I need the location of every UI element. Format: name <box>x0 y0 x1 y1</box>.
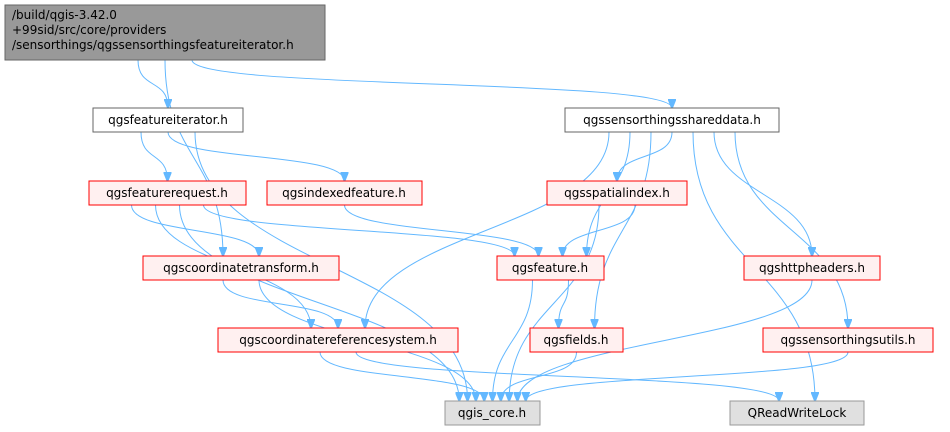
edge-httpheaders-to-qgis_core <box>517 279 813 401</box>
edge-featurerequest-to-feature <box>203 204 515 256</box>
node-root[interactable]: /build/qgis-3.42.0 +99sid/src/core/provi… <box>4 4 326 61</box>
node-root-line-3: /sensorthings/qgssensorthingsfeatureiter… <box>12 38 294 52</box>
node-root-line-1: /build/qgis-3.42.0 <box>12 8 117 22</box>
node-qgis-core[interactable]: qgis_core.h <box>444 400 541 426</box>
node-indexedfeature[interactable]: qgsindexedfeature.h <box>266 180 423 206</box>
node-shareddata-label: qgssensorthingsshareddata.h <box>583 113 761 127</box>
edge-spatialindex-to-feature <box>563 204 636 256</box>
edge-shareddata-to-httpheaders <box>713 131 812 256</box>
edge-root-to-coordinatetransform <box>164 59 223 256</box>
edge-sensorthingsutils-to-qgis_core <box>526 351 849 401</box>
edge-featurerequest-to-coordinatetransform <box>131 204 260 256</box>
edge-shareddata-to-crs <box>365 131 610 328</box>
node-qgis-core-label: qgis_core.h <box>458 406 526 420</box>
edge-featureiterator-to-featurerequest <box>140 131 168 181</box>
edge-coordinatetransform-to-crs <box>222 279 338 328</box>
node-qreadwritelock[interactable]: QReadWriteLock <box>729 400 865 426</box>
edge-feature-to-fields <box>559 279 569 328</box>
node-coordinatetransform[interactable]: qgscoordinatetransform.h <box>142 255 340 281</box>
edge-crs-to-qreadwritelock <box>355 351 779 401</box>
node-featureiterator[interactable]: qgsfeatureiterator.h <box>92 107 244 133</box>
node-crs[interactable]: qgscoordinatereferencesystem.h <box>217 327 459 353</box>
edge-featureiterator-to-indexedfeature <box>167 131 345 181</box>
node-httpheaders[interactable]: qgshttpheaders.h <box>743 255 881 281</box>
node-sensorthingsutils-label: qgssensorthingsutils.h <box>780 333 915 347</box>
node-fields-label: qgsfields.h <box>543 333 608 347</box>
edge-shareddata-to-spatialindex <box>617 131 673 181</box>
node-spatialindex-label: qgsspatialindex.h <box>564 186 670 200</box>
edge-feature-to-qgis_core <box>493 279 533 401</box>
edge-shareddata-to-fields <box>595 131 652 328</box>
node-featureiterator-label: qgsfeatureiterator.h <box>108 113 228 127</box>
edge-root-to-shareddata <box>191 59 672 108</box>
node-crs-label: qgscoordinatereferencesystem.h <box>239 333 437 347</box>
nodes-layer: /build/qgis-3.42.0 +99sid/src/core/provi… <box>4 4 934 426</box>
node-featurerequest-label: qgsfeaturerequest.h <box>106 186 228 200</box>
edge-indexedfeature-to-feature <box>344 204 539 256</box>
node-feature-label: qgsfeature.h <box>512 261 588 275</box>
node-shareddata[interactable]: qgssensorthingsshareddata.h <box>564 107 780 133</box>
edge-root-to-featureiterator <box>137 59 168 108</box>
edge-crs-to-qgis_core <box>319 351 484 401</box>
node-coordinatetransform-label: qgscoordinatetransform.h <box>163 261 319 275</box>
edge-spatialindex-to-qgis_core <box>509 204 600 401</box>
node-root-line-2: +99sid/src/core/providers <box>12 23 166 37</box>
edge-featurerequest-to-qgis_core <box>179 204 460 401</box>
node-httpheaders-label: qgshttpheaders.h <box>759 261 865 275</box>
node-qreadwritelock-label: QReadWriteLock <box>748 406 847 420</box>
node-sensorthingsutils[interactable]: qgssensorthingsutils.h <box>762 327 934 353</box>
node-indexedfeature-label: qgsindexedfeature.h <box>282 186 406 200</box>
node-spatialindex[interactable]: qgsspatialindex.h <box>546 180 688 206</box>
node-fields[interactable]: qgsfields.h <box>529 327 624 353</box>
edge-fields-to-qgis_core <box>501 351 577 401</box>
node-feature[interactable]: qgsfeature.h <box>496 255 605 281</box>
edge-shareddata-to-sensorthingsutils <box>734 131 848 328</box>
node-featurerequest[interactable]: qgsfeaturerequest.h <box>88 180 247 206</box>
